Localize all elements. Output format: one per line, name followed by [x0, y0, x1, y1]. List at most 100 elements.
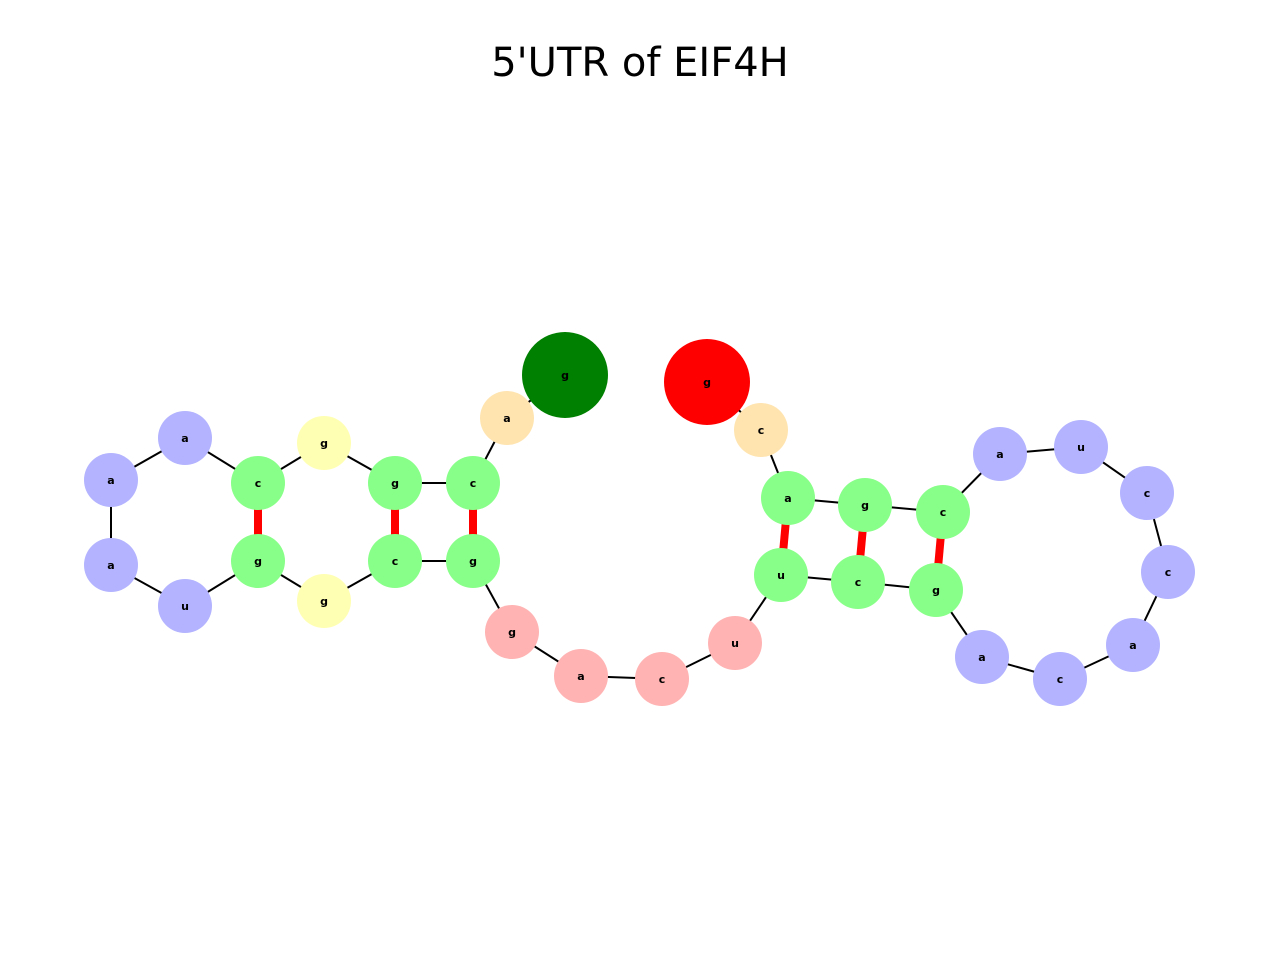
nucleotide-label: u [777, 569, 785, 582]
nucleotide-circle [754, 548, 808, 602]
nucleotide-label: c [855, 576, 862, 589]
nucleotide-node: a [955, 630, 1009, 684]
nucleotide-node: a [1106, 618, 1160, 672]
nucleotide-label: g [561, 369, 569, 382]
nucleotide-circle [664, 339, 750, 425]
nucleotide-circle [955, 630, 1009, 684]
nucleotide-label: g [703, 376, 711, 389]
nucleotide-label: c [470, 477, 477, 490]
nucleotide-circle [158, 411, 212, 465]
nucleotide-node: u [754, 548, 808, 602]
nucleotide-node: a [480, 391, 534, 445]
nucleotide-node: a [761, 471, 815, 525]
nucleotide-node: g [297, 574, 351, 628]
nucleotide-circle [297, 574, 351, 628]
nucleotide-node: c [916, 485, 970, 539]
nucleotide-circle [485, 605, 539, 659]
nucleotide-node: g [522, 332, 608, 418]
nucleotide-circle [522, 332, 608, 418]
nucleotide-circle [635, 652, 689, 706]
nucleotide-label: c [1144, 487, 1151, 500]
nucleotide-node: u [708, 616, 762, 670]
nucleotide-label: g [320, 595, 328, 608]
nucleotide-node: c [231, 456, 285, 510]
backbone-layer [110, 374, 1169, 680]
nucleotide-node: a [973, 427, 1027, 481]
nucleotide-node: g [297, 416, 351, 470]
nucleotide-label: g [469, 555, 477, 568]
nucleotide-node: g [446, 534, 500, 588]
nucleotide-circle [297, 416, 351, 470]
nucleotide-node: g [838, 478, 892, 532]
nucleotide-circle [446, 456, 500, 510]
nucleotide-circle [368, 534, 422, 588]
nucleotide-circle [84, 538, 138, 592]
nucleotide-label: a [1129, 639, 1136, 652]
nucleotide-circle [554, 649, 608, 703]
diagram-title: 5'UTR of EIF4H [491, 40, 789, 86]
nucleotide-circle [480, 391, 534, 445]
nucleotide-circle [446, 534, 500, 588]
nucleotide-label: g [861, 499, 869, 512]
nucleotide-label: u [731, 637, 739, 650]
nucleotide-label: a [107, 559, 114, 572]
nucleotide-circle [708, 616, 762, 670]
nucleotide-label: c [392, 555, 399, 568]
nucleotide-circle [1054, 420, 1108, 474]
nucleotide-circle [1141, 545, 1195, 599]
nucleotide-label: a [996, 448, 1003, 461]
nucleotide-label: c [758, 424, 765, 437]
nucleotide-circle [158, 579, 212, 633]
nucleotide-circle [368, 456, 422, 510]
nucleotide-node: u [158, 579, 212, 633]
nucleotide-node: g [909, 563, 963, 617]
nucleotide-circle [734, 403, 788, 457]
nucleotide-node: c [368, 534, 422, 588]
nucleotide-label: c [255, 477, 262, 490]
nucleotide-node: g [485, 605, 539, 659]
nucleotide-label: a [107, 474, 114, 487]
nucleotide-label: a [784, 492, 791, 505]
nucleotide-circle [84, 453, 138, 507]
nucleotide-node: u [1054, 420, 1108, 474]
nucleotide-node: a [158, 411, 212, 465]
nucleotide-circle [231, 456, 285, 510]
nucleotide-node: c [446, 456, 500, 510]
nucleotide-label: c [1165, 566, 1172, 579]
nucleotide-label: g [508, 626, 516, 639]
nucleotide-circle [1106, 618, 1160, 672]
nucleotide-node: a [84, 538, 138, 592]
nucleotide-label: u [181, 600, 189, 613]
nucleotide-label: c [1057, 673, 1064, 686]
nucleotide-node: c [1033, 652, 1087, 706]
nucleotide-circle [1120, 466, 1174, 520]
nucleotide-label: g [391, 477, 399, 490]
nucleotide-circle [909, 563, 963, 617]
nucleotide-layer: g a c g g c a a a u g g c g g a c u u c g a c a c c u a c g a c g [84, 332, 1195, 706]
nucleotide-label: g [254, 555, 262, 568]
nucleotide-label: c [940, 506, 947, 519]
nucleotide-label: a [978, 651, 985, 664]
nucleotide-circle [231, 534, 285, 588]
nucleotide-node: g [368, 456, 422, 510]
nucleotide-node: c [1141, 545, 1195, 599]
nucleotide-node: c [1120, 466, 1174, 520]
nucleotide-label: g [320, 437, 328, 450]
nucleotide-circle [838, 478, 892, 532]
nucleotide-node: g [664, 339, 750, 425]
nucleotide-label: g [932, 584, 940, 597]
nucleotide-label: u [1077, 441, 1085, 454]
nucleotide-node: c [635, 652, 689, 706]
nucleotide-circle [973, 427, 1027, 481]
nucleotide-circle [916, 485, 970, 539]
nucleotide-circle [761, 471, 815, 525]
nucleotide-circle [1033, 652, 1087, 706]
nucleotide-label: c [659, 673, 666, 686]
nucleotide-node: a [554, 649, 608, 703]
nucleotide-node: c [831, 555, 885, 609]
nucleotide-node: a [84, 453, 138, 507]
nucleotide-label: a [181, 432, 188, 445]
nucleotide-node: g [231, 534, 285, 588]
nucleotide-label: a [577, 670, 584, 683]
